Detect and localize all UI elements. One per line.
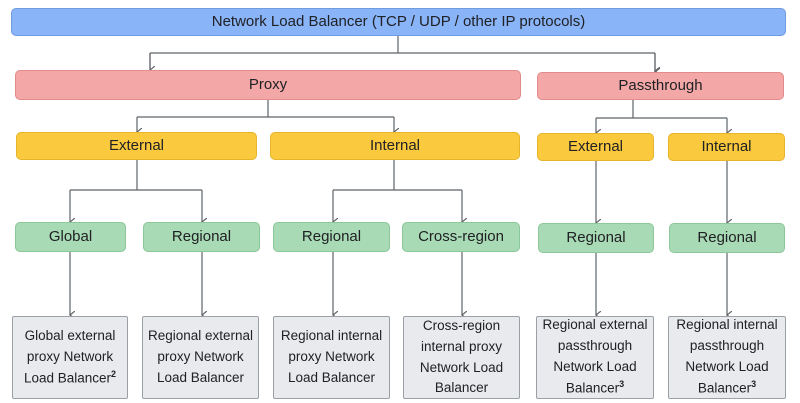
connector-root — [149, 36, 655, 71]
connector-proxy — [137, 100, 394, 118]
category-passthrough-label: Passthrough — [618, 77, 703, 94]
region-passthrough-external-regional: Regional — [538, 223, 654, 253]
leaf-cross-region-internal-proxy: Cross-region internal proxy Network Load… — [403, 316, 520, 399]
region-label: Regional — [171, 228, 232, 245]
scope-passthrough-internal-label: Internal — [701, 138, 752, 155]
region-label: Regional — [301, 228, 362, 245]
connector-passthrough — [596, 100, 727, 119]
category-passthrough: Passthrough — [537, 72, 784, 100]
scope-passthrough-internal: Internal — [668, 133, 785, 161]
leaf-label: Regional internal proxy Network Load Bal… — [280, 328, 383, 385]
region-passthrough-internal-regional: Regional — [669, 223, 785, 253]
leaf-regional-external-passthrough: Regional external passthrough Network Lo… — [536, 316, 654, 399]
region-proxy-external-global: Global — [15, 222, 126, 252]
scope-proxy-internal-label: Internal — [369, 137, 421, 154]
region-proxy-internal-regional: Regional — [273, 222, 390, 252]
leaf-label: Regional internal passthrough Network Lo… — [676, 317, 778, 396]
leaf-regional-internal-proxy: Regional internal proxy Network Load Bal… — [273, 316, 390, 399]
region-label: Cross-region — [418, 228, 504, 245]
category-proxy-label: Proxy — [248, 76, 288, 93]
leaf-label: Cross-region internal proxy Network Load… — [419, 317, 504, 396]
leaf-label: Regional external passthrough Network Lo… — [542, 317, 648, 396]
connector-proxy-external — [70, 160, 202, 191]
scope-passthrough-external: External — [537, 133, 654, 161]
scope-passthrough-external-label: External — [567, 138, 624, 155]
leaf-regional-external-proxy: Regional external proxy Network Load Bal… — [142, 316, 259, 399]
root-node: Network Load Balancer (TCP / UDP / other… — [11, 8, 786, 36]
scope-proxy-internal: Internal — [270, 132, 520, 160]
region-label: Regional — [566, 229, 626, 246]
leaf-global-external-proxy: Global external proxy Network Load Balan… — [12, 316, 128, 399]
footnote-marker: 2 — [111, 368, 117, 379]
leaf-label: Regional external proxy Network Load Bal… — [147, 328, 254, 385]
scope-proxy-external: External — [16, 132, 257, 160]
footnote-marker: 3 — [751, 379, 757, 390]
connector-proxy-internal — [333, 160, 462, 191]
leaf-regional-internal-passthrough: Regional internal passthrough Network Lo… — [668, 316, 786, 399]
region-proxy-internal-cross-region: Cross-region — [402, 222, 520, 252]
region-proxy-external-regional: Regional — [143, 222, 260, 252]
root-label: Network Load Balancer (TCP / UDP / other… — [211, 13, 586, 30]
category-proxy: Proxy — [15, 70, 521, 100]
scope-proxy-external-label: External — [108, 137, 165, 154]
footnote-marker: 3 — [619, 379, 625, 390]
leaf-label: Global external proxy Network Load Balan… — [23, 327, 116, 386]
region-label: Regional — [697, 229, 757, 246]
region-label: Global — [48, 228, 93, 245]
